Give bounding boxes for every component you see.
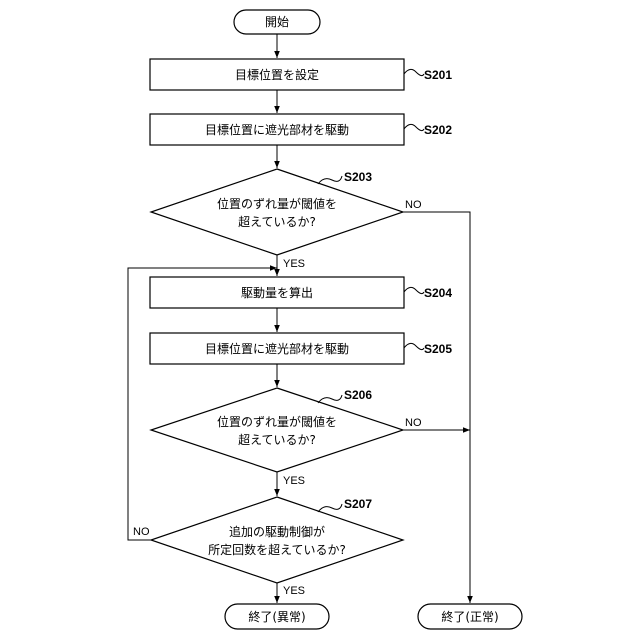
start-terminal: 開始: [234, 10, 320, 34]
s206-line1: 位置のずれ量が閾値を: [217, 414, 337, 429]
s203-no-label: NO: [405, 199, 422, 211]
s207-leader: [318, 504, 342, 512]
process-s201: 目標位置を設定 S201: [150, 59, 452, 90]
start-label: 開始: [265, 15, 289, 29]
s207-yes-label: YES: [283, 585, 305, 597]
s201-step-label: S201: [424, 68, 452, 82]
s203-leader: [318, 176, 342, 184]
s206-line2: 超えているか?: [238, 432, 316, 447]
s204-step-label: S204: [424, 286, 452, 300]
decision-s206: 位置のずれ量が閾値を 超えているか? S206: [151, 388, 403, 472]
s204-leader: [404, 287, 424, 293]
decision-s203: 位置のずれ量が閾値を 超えているか? S203: [151, 169, 403, 255]
s201-leader: [404, 69, 424, 75]
s202-step-label: S202: [424, 123, 452, 137]
s205-step-label: S205: [424, 342, 452, 356]
s206-no-label: NO: [405, 417, 422, 429]
end-normal-terminal: 終了(正常): [418, 604, 522, 629]
s202-leader: [404, 124, 424, 130]
s207-line1: 追加の駆動制御が: [229, 524, 325, 539]
end-abnormal-terminal: 終了(異常): [225, 604, 329, 629]
s202-text: 目標位置に遮光部材を駆動: [205, 122, 349, 137]
end-normal-label: 終了(正常): [441, 609, 498, 624]
process-s202: 目標位置に遮光部材を駆動 S202: [150, 114, 452, 145]
s203-line2: 超えているか?: [238, 214, 316, 229]
s203-step-label: S203: [344, 170, 372, 184]
s207-no-label: NO: [133, 526, 150, 538]
s206-step-label: S206: [344, 388, 372, 402]
s203-line1: 位置のずれ量が閾値を: [217, 196, 337, 211]
connector-s203-no: [403, 212, 470, 603]
decision-s207: 追加の駆動制御が 所定回数を超えているか? S207: [151, 497, 403, 583]
s207-line2: 所定回数を超えているか?: [208, 542, 346, 557]
s207-step-label: S207: [344, 497, 372, 511]
s205-leader: [404, 343, 424, 349]
s201-text: 目標位置を設定: [235, 67, 319, 82]
s206-leader: [318, 395, 342, 403]
s204-text: 駆動量を算出: [241, 285, 313, 300]
s206-yes-label: YES: [283, 475, 305, 487]
end-abnormal-label: 終了(異常): [248, 609, 305, 624]
s203-yes-label: YES: [283, 258, 305, 270]
process-s205: 目標位置に遮光部材を駆動 S205: [150, 333, 452, 364]
process-s204: 駆動量を算出 S204: [150, 277, 452, 308]
s205-text: 目標位置に遮光部材を駆動: [205, 341, 349, 356]
